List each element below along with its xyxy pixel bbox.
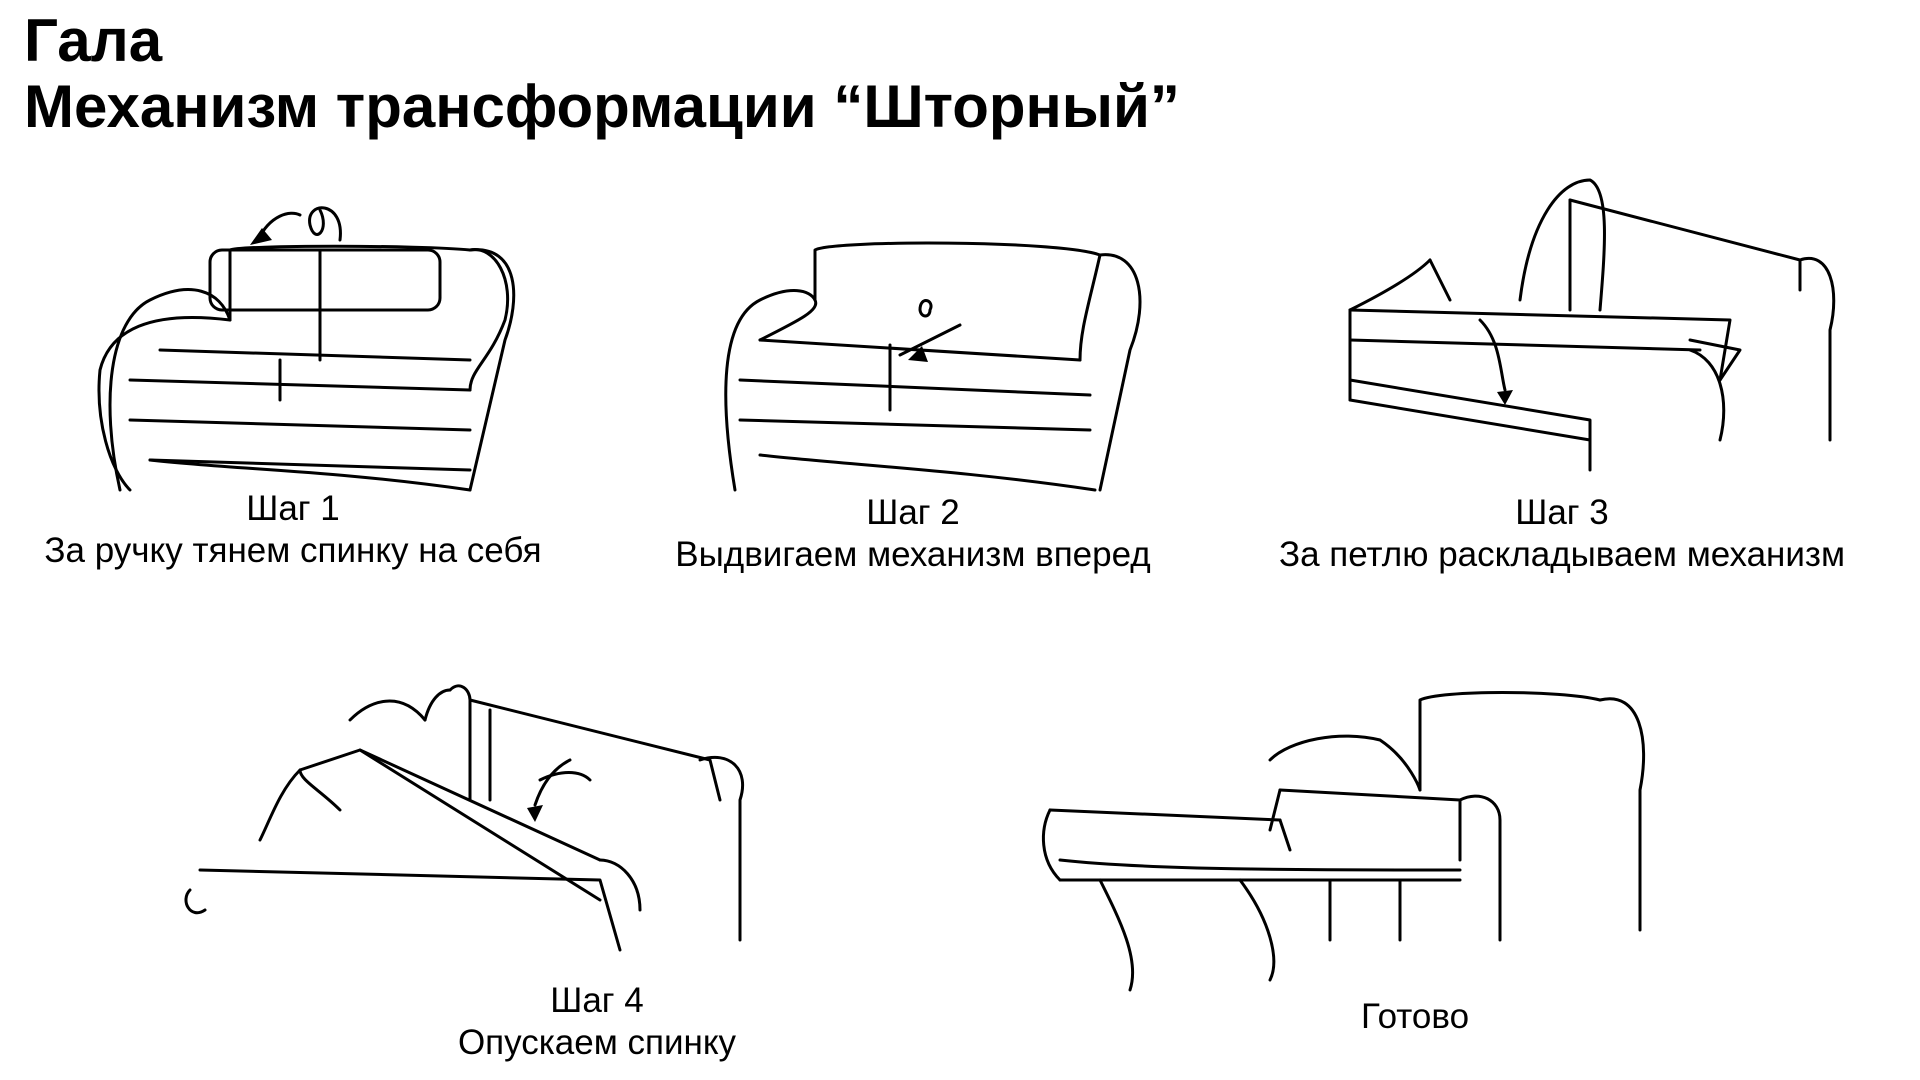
step-1-caption: Шаг 1 За ручку тянем спинку на себя bbox=[44, 488, 541, 572]
step-4-caption: Шаг 4 Опускаем спинку bbox=[458, 980, 736, 1064]
sofa-step1-illustration bbox=[97, 206, 516, 492]
step-4-label: Шаг 4 bbox=[550, 981, 644, 1020]
step-1-text: За ручку тянем спинку на себя bbox=[44, 531, 542, 570]
sofa-ready-illustration bbox=[1041, 691, 1646, 992]
ready-text: Готово bbox=[1360, 997, 1470, 1036]
sofa-step4-illustration bbox=[184, 684, 745, 952]
page-title: Гала Механизм трансформации “Шторный” bbox=[24, 8, 1180, 140]
step-2-text: Выдвигаем механизм вперед bbox=[675, 535, 1151, 574]
sofa-step3-illustration bbox=[1348, 178, 1836, 472]
step-3-caption: Шаг 3 За петлю раскладываем механизм bbox=[1279, 492, 1845, 576]
step-1-label: Шаг 1 bbox=[246, 489, 340, 528]
step-2-caption: Шаг 2 Выдвигаем механизм вперед bbox=[675, 492, 1150, 576]
step-2-label: Шаг 2 bbox=[866, 493, 960, 532]
title-line-mechanism: Механизм трансформации “Шторный” bbox=[24, 73, 1180, 140]
step-3-text: За петлю раскладываем механизм bbox=[1278, 535, 1846, 574]
ready-caption: Готово bbox=[1361, 996, 1469, 1038]
sofa-step2-illustration bbox=[724, 241, 1142, 492]
title-line-product: Гала bbox=[24, 7, 163, 74]
step-4-text: Опускаем спинку bbox=[457, 1023, 737, 1062]
step-3-label: Шаг 3 bbox=[1515, 493, 1609, 532]
